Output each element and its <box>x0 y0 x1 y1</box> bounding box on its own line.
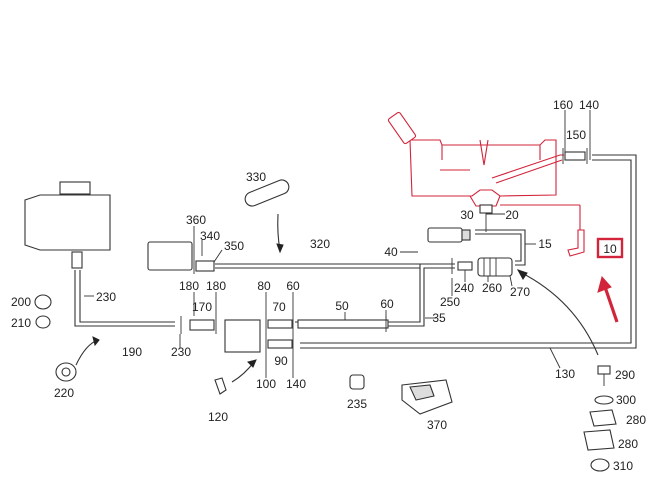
label-235: 235 <box>347 397 367 411</box>
grommet-210[interactable] <box>35 315 51 329</box>
label-200: 200 <box>11 295 31 309</box>
pipe-50[interactable] <box>297 319 389 329</box>
hose-70[interactable] <box>267 319 293 329</box>
label-100: 100 <box>256 377 276 391</box>
pipe-190[interactable] <box>74 270 175 327</box>
arrow-260 <box>519 271 599 356</box>
label-220: 220 <box>54 386 74 400</box>
hose-10[interactable] <box>567 229 585 257</box>
grommet-200[interactable] <box>34 294 52 310</box>
label-140a: 140 <box>286 377 306 391</box>
label-210: 210 <box>11 316 31 330</box>
highlight-arrow <box>602 283 619 323</box>
hose-170[interactable] <box>189 319 215 331</box>
label-30: 30 <box>460 208 474 222</box>
fuel-tank[interactable] <box>387 111 581 230</box>
connector-340[interactable] <box>195 260 215 272</box>
pipe-130[interactable] <box>300 154 637 349</box>
label-140b: 140 <box>579 98 599 112</box>
label-190: 190 <box>122 345 142 359</box>
bolt-290[interactable] <box>597 365 611 375</box>
label-60a: 60 <box>286 279 300 293</box>
label-60b: 60 <box>380 297 394 311</box>
label-150: 150 <box>566 128 586 142</box>
pipe-35[interactable] <box>295 263 455 327</box>
label-230a: 230 <box>96 290 116 304</box>
label-260: 260 <box>482 281 502 295</box>
label-80: 80 <box>257 279 271 293</box>
hose-90[interactable] <box>267 339 293 349</box>
filter-80[interactable] <box>224 319 261 353</box>
label-180b: 180 <box>206 279 226 293</box>
label-370: 370 <box>427 418 447 432</box>
label-300: 300 <box>616 393 636 407</box>
label-35: 35 <box>432 311 446 325</box>
nut-310[interactable] <box>590 458 610 472</box>
label-350: 350 <box>224 239 244 253</box>
clip-120[interactable] <box>214 377 227 395</box>
label-360: 360 <box>186 213 206 227</box>
label-170: 170 <box>192 300 212 314</box>
label-15: 15 <box>538 237 552 251</box>
filter-30[interactable] <box>427 227 463 243</box>
label-20: 20 <box>505 208 519 222</box>
label-130: 130 <box>555 367 575 381</box>
label-240: 240 <box>454 281 474 295</box>
label-330: 330 <box>246 170 266 184</box>
label-230b: 230 <box>171 345 191 359</box>
label-90: 90 <box>274 354 288 368</box>
clamp-235[interactable] <box>349 374 365 390</box>
label-290: 290 <box>615 368 635 382</box>
pipe-15[interactable] <box>475 229 526 266</box>
label-270: 270 <box>510 285 530 299</box>
label-250: 250 <box>440 295 460 309</box>
clamp-280b[interactable] <box>583 429 615 451</box>
engine[interactable] <box>24 194 111 251</box>
filler-neck <box>387 111 417 145</box>
label-320: 320 <box>310 237 330 251</box>
label-120: 120 <box>208 410 228 424</box>
label-340: 340 <box>200 229 220 243</box>
label-10: 10 <box>603 242 617 256</box>
canister-360[interactable] <box>147 241 193 271</box>
label-70: 70 <box>272 300 286 314</box>
hose-150[interactable] <box>564 151 586 161</box>
highlight-box-10[interactable] <box>596 237 624 259</box>
label-280b: 280 <box>618 437 638 451</box>
label-310: 310 <box>613 459 633 473</box>
label-50: 50 <box>335 299 349 313</box>
label-40: 40 <box>384 245 398 259</box>
hose-330[interactable] <box>243 178 291 208</box>
label-280a: 280 <box>626 413 646 427</box>
fuel-pump-260[interactable] <box>477 257 513 277</box>
label-180a: 180 <box>179 279 199 293</box>
clamp-280a[interactable] <box>589 409 617 427</box>
label-160: 160 <box>553 98 573 112</box>
washer-300[interactable] <box>594 395 614 405</box>
